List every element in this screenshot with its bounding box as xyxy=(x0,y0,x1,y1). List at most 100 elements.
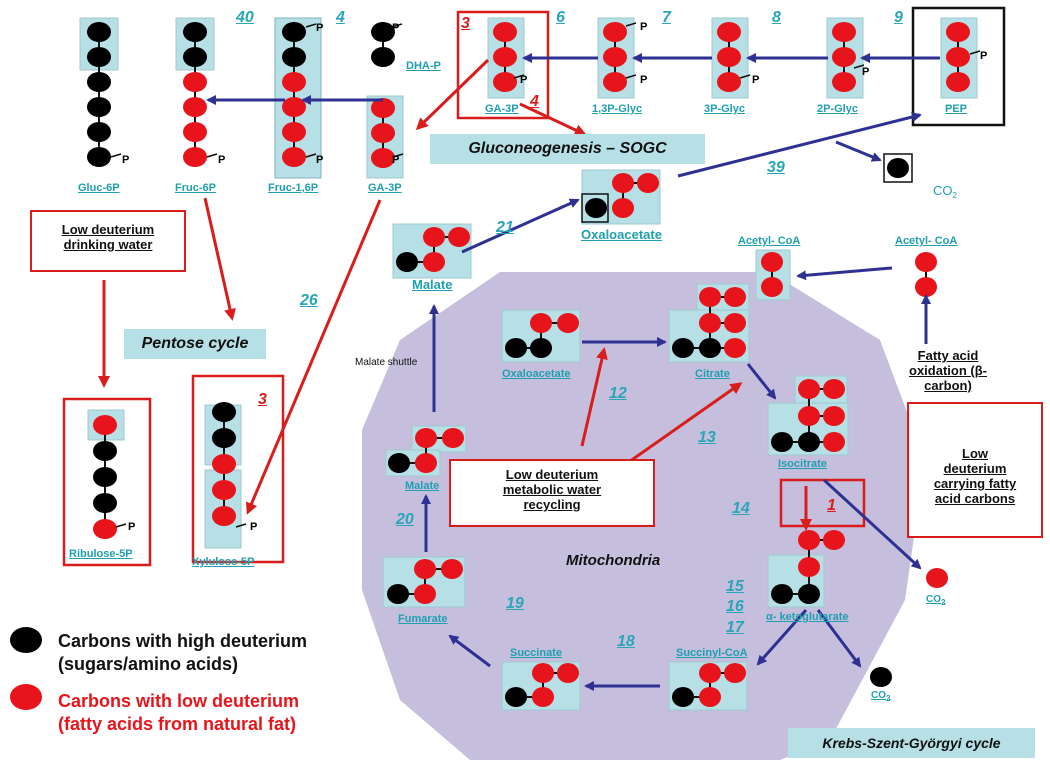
oxaloacetate-top-carbon xyxy=(637,173,659,193)
succinate-carbon xyxy=(532,663,554,683)
label-oxaloacetate-top: Oxaloacetate xyxy=(581,227,662,242)
step-16: 16 xyxy=(726,598,744,615)
pentose-title: Pentose cycle xyxy=(124,329,266,359)
dhap-phosphate-bond xyxy=(391,23,403,28)
citrate-carbon xyxy=(672,338,694,358)
fruc16p-bottom-phosphate-bond xyxy=(305,153,317,158)
step-12: 12 xyxy=(609,385,627,402)
isocitrate-carbon xyxy=(798,406,820,426)
xylulose5p-carbon xyxy=(212,506,236,526)
co2-top-frame xyxy=(883,153,913,183)
step-7: 7 xyxy=(662,9,671,26)
13pglyc-carbon xyxy=(603,72,627,92)
arrow-red-gluconeogenesis xyxy=(519,102,587,136)
fruc16p-carbon xyxy=(282,22,306,42)
p-13pglyc-top: P xyxy=(640,21,648,33)
step-17: 17 xyxy=(726,619,744,636)
step-15: 15 xyxy=(726,578,744,595)
citrate-carbon xyxy=(699,313,721,333)
gluc6p-carbon xyxy=(87,97,111,117)
malate-top-carbon xyxy=(423,252,445,272)
ga3p-top-carbon xyxy=(493,47,517,67)
3pglyc-carbon xyxy=(717,72,741,92)
red-step-3-top: 3 xyxy=(461,15,470,32)
acetylcoa-1-carbon xyxy=(761,277,783,297)
fruc6p-carbon xyxy=(183,97,207,117)
label-xylulose5p: Xylulose-5P xyxy=(192,556,255,568)
label-ribulose5p: Ribulose-5P xyxy=(69,548,133,560)
ribulose5p-redframe xyxy=(62,397,152,567)
step-6: 6 xyxy=(556,9,565,26)
label-isocitrate: Isocitrate xyxy=(778,458,827,470)
co2-top-carbon xyxy=(887,158,909,178)
akg-carbon xyxy=(798,530,820,550)
malate-top-carbon xyxy=(448,227,470,247)
oxaloacetate-mito-carbon xyxy=(505,338,527,358)
arrow-red-ga3p-down xyxy=(415,58,490,131)
label-succinylcoa: Succinyl-CoA xyxy=(676,647,748,659)
malate-mito-carbon xyxy=(442,428,464,448)
fruc16p-carbon xyxy=(282,97,306,117)
acetylcoa-2-carbon xyxy=(915,277,937,297)
step-40: 40 xyxy=(236,9,254,26)
krebs-title: Krebs-Szent-Györgyi cycle xyxy=(788,728,1035,758)
ribulose5p-carbon xyxy=(93,441,117,461)
arrow-red-oxaloacetate xyxy=(580,347,608,447)
step-9: 9 xyxy=(894,9,903,26)
ga3p-top-carbon xyxy=(493,22,517,42)
ribulose5p-carbon xyxy=(93,519,117,539)
akg-carbon xyxy=(823,530,845,550)
malate-top-carbon xyxy=(396,252,418,272)
citrate-carbon xyxy=(699,287,721,307)
label-2pglyc: 2P-Glyc xyxy=(817,103,858,115)
citrate-carbon xyxy=(699,338,721,358)
arrow-red-xylulose xyxy=(245,199,382,515)
oxaloacetate-top-carbon xyxy=(612,198,634,218)
label-acetylcoa-1: Acetyl- CoA xyxy=(738,235,801,247)
label-acetylcoa-2: Acetyl- CoA xyxy=(895,235,958,247)
label-malate-top: Malate xyxy=(412,277,453,292)
label-gluc6p: Gluc-6P xyxy=(78,182,120,194)
akg-carbon xyxy=(771,584,793,604)
isocitrate-carbon xyxy=(823,406,845,426)
legend-high-circle xyxy=(10,627,42,653)
p-13pglyc-bottom: P xyxy=(640,74,648,86)
oxaloacetate-top-carbon xyxy=(585,198,607,218)
step-8: 8 xyxy=(772,9,781,26)
isocitrate-carbon xyxy=(823,379,845,399)
note-fatty-acid-oxidation: Fatty acid oxidation (β- carbon) xyxy=(909,348,987,393)
fruc16p-carbon xyxy=(282,47,306,67)
label-succinate: Succinate xyxy=(510,647,562,659)
arrow-oxaloacetate-pep xyxy=(677,112,922,178)
succinylcoa-carbon xyxy=(672,687,694,707)
p-fruc16p-top: P xyxy=(316,22,324,34)
oxaloacetate-mito-carbon xyxy=(530,313,552,333)
fumarate-carbon xyxy=(414,584,436,604)
p-ga3p-top: P xyxy=(520,74,528,86)
gluconeogenesis-title: Gluconeogenesis – SOGC xyxy=(430,134,705,164)
p-2pglyc: P xyxy=(862,66,870,78)
legend-low-circle xyxy=(10,684,42,710)
isocitrate-carbon xyxy=(771,432,793,452)
citrate-carbon xyxy=(724,287,746,307)
p-ribulose5p: P xyxy=(128,521,136,533)
3pglyc-carbon xyxy=(717,22,741,42)
co2-bottom-carbon xyxy=(870,667,892,687)
label-oxaloacetate-mito: Oxaloacetate xyxy=(502,368,571,380)
arrow-akg-succinylcoa xyxy=(756,609,808,666)
fumarate-carbon xyxy=(387,584,409,604)
step-18: 18 xyxy=(617,633,635,650)
p-pep: P xyxy=(980,50,988,62)
arrow-citrate-isocitrate xyxy=(746,363,777,400)
ga3p-left-carbon xyxy=(371,148,395,168)
label-3pglyc: 3P-Glyc xyxy=(704,103,745,115)
arrow-isocitrate-co2 xyxy=(822,478,922,570)
xylulose5p-carbon xyxy=(212,428,236,448)
p-fruc6p: P xyxy=(218,154,226,166)
p-dhap: P xyxy=(392,22,400,34)
fruc16p-top-phosphate-bond xyxy=(305,23,317,28)
p-3pglyc: P xyxy=(752,74,760,86)
fruc16p-frame xyxy=(274,17,322,179)
xylulose5p-redframe xyxy=(191,374,285,564)
